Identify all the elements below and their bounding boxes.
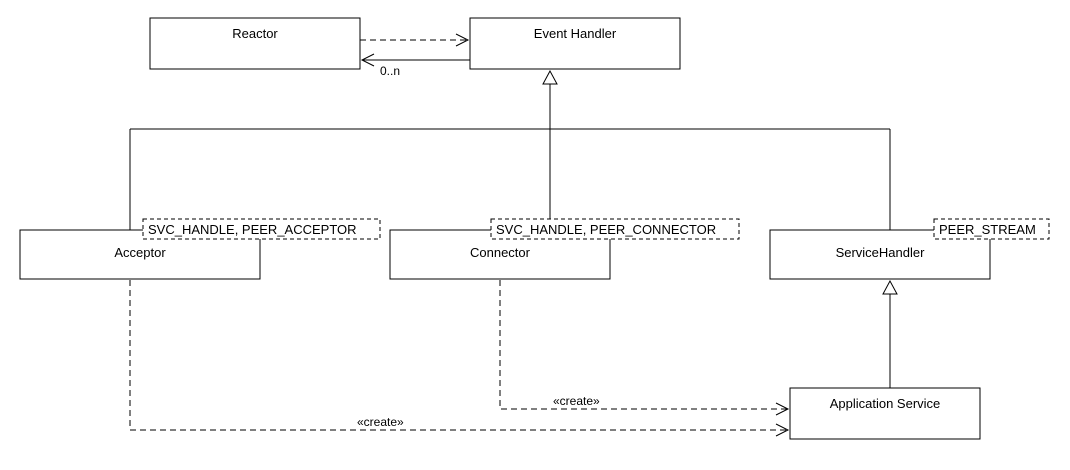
generalization-arrowhead bbox=[542, 69, 558, 85]
class-name: Event Handler bbox=[534, 26, 617, 41]
template-parameter-box bbox=[933, 218, 1050, 240]
appservice-generalization bbox=[882, 279, 898, 388]
class-event-handler[interactable]: Event Handler bbox=[469, 17, 681, 70]
template-parameter-box bbox=[490, 218, 740, 240]
class-name: Reactor bbox=[232, 26, 278, 41]
class-name: ServiceHandler bbox=[836, 245, 926, 260]
class-reactor[interactable]: Reactor bbox=[149, 17, 361, 70]
eventhandler-to-reactor-association: 0..n bbox=[360, 53, 470, 78]
class-application-service[interactable]: Application Service bbox=[789, 387, 981, 440]
generalization-arrowhead bbox=[882, 279, 898, 295]
class-name: Acceptor bbox=[114, 245, 166, 260]
connector-create-dependency: «create» bbox=[499, 280, 790, 416]
acceptor-create-dependency: «create» bbox=[129, 280, 790, 437]
create-stereotype-label: «create» bbox=[553, 394, 600, 408]
class-connector[interactable]: Connector SVC_HANDLE, PEER_CONNECTOR bbox=[389, 218, 740, 280]
create-stereotype-label: «create» bbox=[357, 415, 404, 429]
template-parameter-label: PEER_STREAM bbox=[939, 222, 1036, 237]
class-name: Connector bbox=[470, 245, 531, 260]
template-parameter-label: SVC_HANDLE, PEER_ACCEPTOR bbox=[148, 222, 357, 237]
multiplicity-label: 0..n bbox=[380, 64, 400, 78]
template-parameter-label: SVC_HANDLE, PEER_CONNECTOR bbox=[496, 222, 716, 237]
class-acceptor[interactable]: Acceptor SVC_HANDLE, PEER_ACCEPTOR bbox=[19, 218, 381, 280]
eventhandler-generalization bbox=[129, 69, 891, 230]
template-parameter-box bbox=[142, 218, 381, 240]
reactor-to-eventhandler-dependency bbox=[360, 33, 470, 47]
class-name: Application Service bbox=[830, 396, 941, 411]
class-service-handler[interactable]: ServiceHandler PEER_STREAM bbox=[769, 218, 1050, 280]
